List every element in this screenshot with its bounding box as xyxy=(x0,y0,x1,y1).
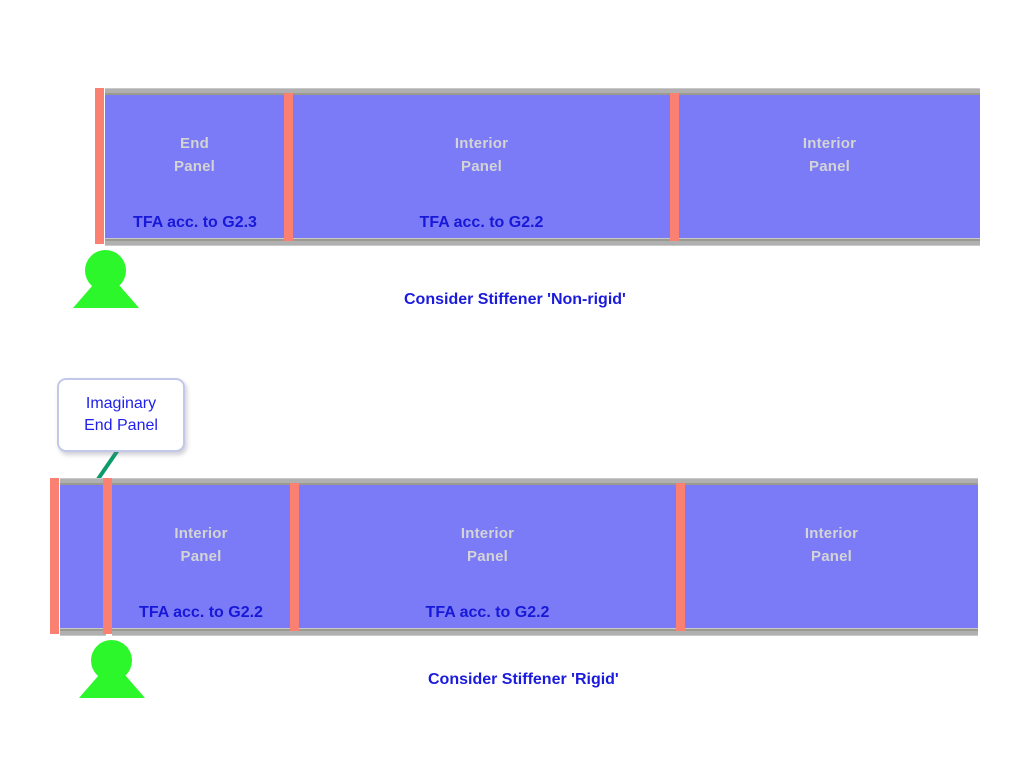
top-beam-stiffener-3 xyxy=(670,93,679,241)
top-beam-tfa-label-1: TFA acc. to G2.3 xyxy=(133,214,257,231)
top-beam-bottom-flange xyxy=(105,238,980,246)
top-beam-stiffener-1 xyxy=(95,88,104,244)
bottom-beam-stiffener-3 xyxy=(676,483,685,631)
imaginary-panel-web xyxy=(60,485,106,629)
bottom-beam-stiffener-2 xyxy=(290,483,299,631)
support-triangle-icon xyxy=(79,660,145,698)
bottom-beam-caption: Consider Stiffener 'Rigid' xyxy=(428,671,619,688)
top-beam-caption: Consider Stiffener 'Non-rigid' xyxy=(404,291,626,308)
bottom-beam-tfa-label-1: TFA acc. to G2.2 xyxy=(139,604,263,621)
bottom-beam-tfa-label-2: TFA acc. to G2.2 xyxy=(425,604,550,621)
callout-label: Imaginary End Panel xyxy=(84,395,158,434)
bottom-beam-pin-support xyxy=(78,640,146,698)
bottom-beam: Interior Panel Interior Panel Interior P… xyxy=(103,478,978,636)
top-beam-pin-support xyxy=(72,250,140,308)
imaginary-panel-bottom-flange xyxy=(60,628,106,636)
bottom-beam-imaginary-end-panel xyxy=(50,478,112,636)
top-beam-web xyxy=(105,95,980,239)
top-beam: End Panel Interior Panel Interior Panel … xyxy=(95,88,980,246)
bottom-beam-stiffener-1 xyxy=(103,478,112,634)
top-beam-tfa-label-2: TFA acc. to G2.2 xyxy=(419,214,544,231)
bottom-beam-bottom-flange xyxy=(112,628,978,636)
imaginary-panel-stiffener-left xyxy=(50,478,59,634)
bottom-beam-web xyxy=(112,485,978,629)
support-triangle-icon xyxy=(73,270,139,308)
top-beam-stiffener-2 xyxy=(284,93,293,241)
imaginary-end-panel-callout: Imaginary End Panel xyxy=(57,378,185,452)
